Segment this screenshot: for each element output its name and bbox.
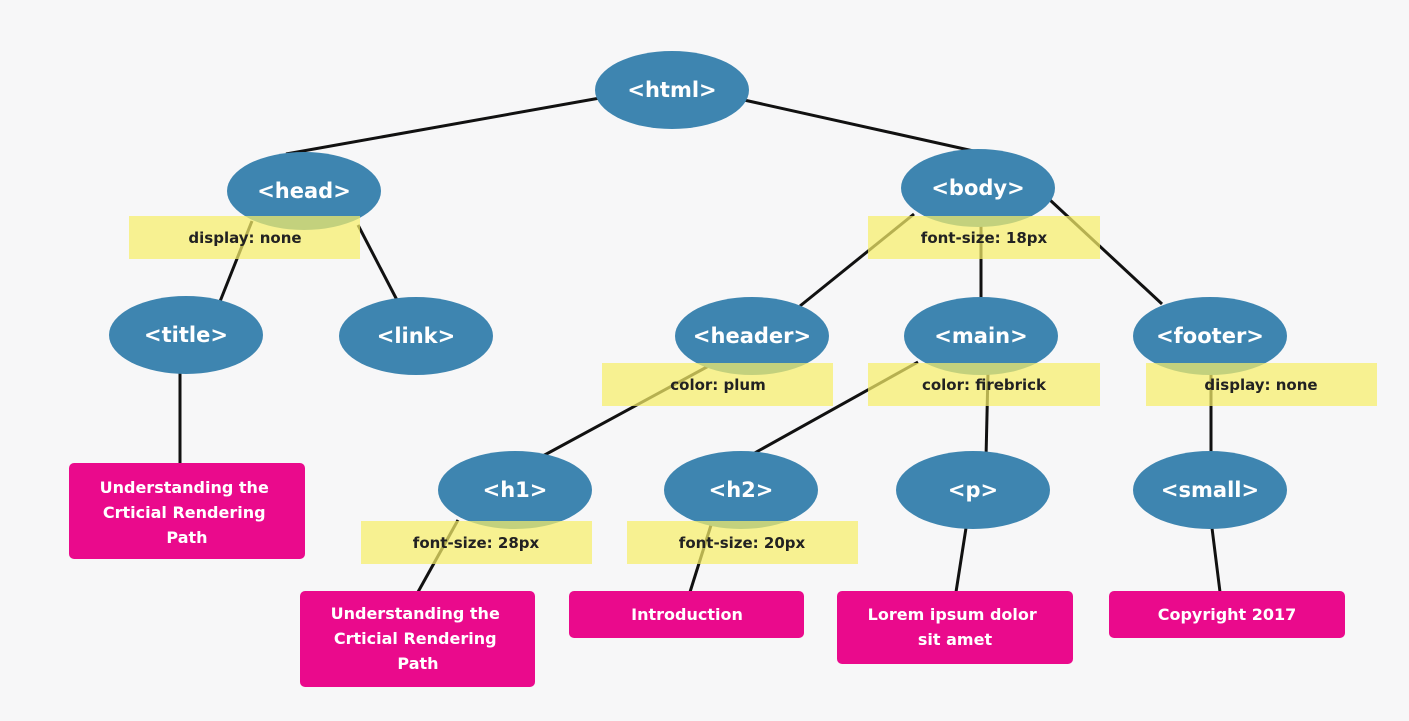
style-annotation-body: font-size: 18px bbox=[868, 216, 1100, 259]
edge-html-head bbox=[285, 96, 601, 156]
text-node-h1-line-3: Path bbox=[397, 654, 438, 673]
text-node-h2: Introduction bbox=[569, 591, 804, 638]
text-node-title-line-1: Understanding the bbox=[100, 478, 269, 497]
node-link-label: <link> bbox=[377, 324, 456, 348]
text-node-h1-line-1: Understanding the bbox=[331, 604, 500, 623]
node-footer-label: <footer> bbox=[1156, 324, 1264, 348]
style-annotation-footer: display: none bbox=[1146, 363, 1377, 406]
text-node-small: Copyright 2017 bbox=[1109, 591, 1345, 638]
text-node-h1: Understanding the Crticial Rendering Pat… bbox=[300, 591, 535, 687]
svg-text:Understanding the Crtici: Understanding the Crticial Rendering Pat… bbox=[100, 478, 275, 547]
node-small: <small> bbox=[1133, 451, 1287, 529]
text-node-title: Understanding the Crticial Rendering Pat… bbox=[69, 463, 305, 559]
node-html-label: <html> bbox=[627, 78, 716, 102]
style-annotation-header-label: color: plum bbox=[670, 376, 765, 394]
text-node-p-line-1: Lorem ipsum dolor bbox=[868, 605, 1037, 624]
text-node-p: Lorem ipsum dolor sit amet bbox=[837, 591, 1073, 664]
node-h2-label: <h2> bbox=[709, 478, 774, 502]
style-annotation-h2-label: font-size: 20px bbox=[679, 534, 806, 552]
node-header: <header> bbox=[675, 297, 829, 375]
edge-html-body bbox=[743, 98, 979, 154]
style-annotation-head: display: none bbox=[129, 216, 360, 259]
node-p: <p> bbox=[896, 451, 1050, 529]
edge-small-text bbox=[1210, 527, 1222, 593]
style-annotation-footer-label: display: none bbox=[1204, 376, 1317, 394]
style-annotation-h2: font-size: 20px bbox=[627, 521, 858, 564]
svg-text:Copyright 2017: Copyright 2017 bbox=[1158, 605, 1297, 624]
svg-text:Lorem ipsum dolor sit am: Lorem ipsum dolor sit amet bbox=[868, 605, 1043, 649]
node-h1: <h1> bbox=[438, 451, 592, 529]
node-small-label: <small> bbox=[1161, 478, 1259, 502]
text-node-small-line-1: Copyright 2017 bbox=[1158, 605, 1297, 624]
svg-text:Understanding the Crtici: Understanding the Crticial Rendering Pat… bbox=[331, 604, 506, 673]
style-annotation-h1: font-size: 28px bbox=[361, 521, 592, 564]
style-annotation-body-label: font-size: 18px bbox=[921, 229, 1048, 247]
edge-head-link bbox=[356, 224, 400, 303]
node-h1-label: <h1> bbox=[483, 478, 548, 502]
node-footer: <footer> bbox=[1133, 297, 1287, 375]
node-html: <html> bbox=[595, 51, 749, 129]
node-p-label: <p> bbox=[948, 478, 998, 502]
text-node-p-line-2: sit amet bbox=[918, 630, 993, 649]
text-node-h1-line-2: Crticial Rendering bbox=[334, 629, 497, 648]
node-head-label: <head> bbox=[257, 179, 351, 203]
node-title-label: <title> bbox=[144, 323, 228, 347]
node-header-label: <header> bbox=[693, 324, 811, 348]
node-head: <head> bbox=[227, 152, 381, 230]
text-node-title-line-3: Path bbox=[166, 528, 207, 547]
node-h2: <h2> bbox=[664, 451, 818, 529]
style-annotation-main-label: color: firebrick bbox=[922, 376, 1047, 394]
node-title: <title> bbox=[109, 296, 263, 374]
node-link: <link> bbox=[339, 297, 493, 375]
text-node-title-line-2: Crticial Rendering bbox=[103, 503, 266, 522]
edge-p-text bbox=[954, 527, 968, 593]
node-main: <main> bbox=[904, 297, 1058, 375]
text-node-h2-line-1: Introduction bbox=[631, 605, 743, 624]
node-body-label: <body> bbox=[931, 176, 1024, 200]
style-annotation-header: color: plum bbox=[602, 363, 833, 406]
style-annotation-main: color: firebrick bbox=[868, 363, 1100, 406]
style-annotation-h1-label: font-size: 28px bbox=[413, 534, 540, 552]
style-annotation-head-label: display: none bbox=[188, 229, 301, 247]
node-main-label: <main> bbox=[934, 324, 1027, 348]
svg-text:Introduction: Introduction bbox=[631, 605, 743, 624]
node-body: <body> bbox=[901, 149, 1055, 227]
